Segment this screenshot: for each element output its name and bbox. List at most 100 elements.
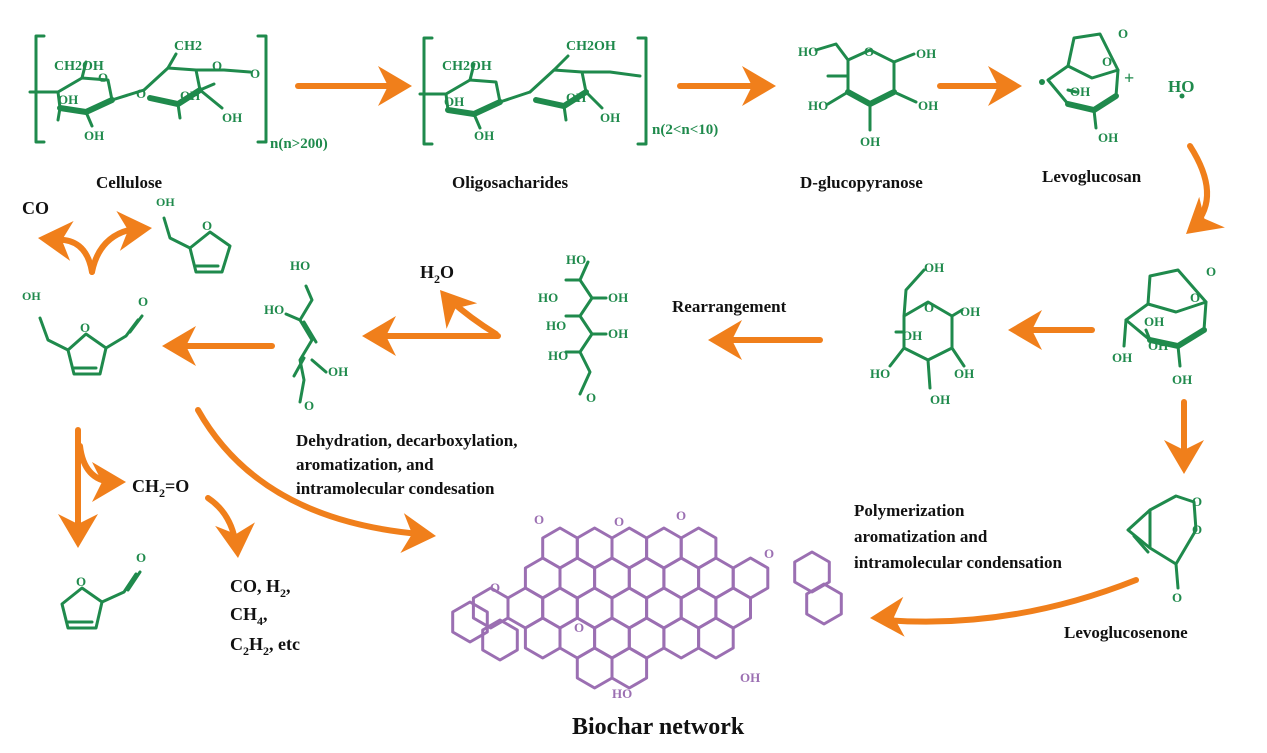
open-chain-sugar-structure: HO HO OH HO OH HO O [538, 252, 628, 405]
cellulose-ch2oh-1: CH2OH [54, 59, 104, 74]
dehydration-line-2: aromatization, and [296, 455, 434, 474]
d-glucopyranose-structure: O HO OH OH HO OH [798, 42, 938, 149]
biochar-side-ring [793, 550, 831, 594]
chain-ho-3: HO [546, 318, 566, 333]
biochar-o-2: O [614, 514, 624, 529]
gas-line-1: CO, H2, [230, 576, 291, 600]
glucose-oh-1: OH [916, 46, 936, 61]
radical-ho-label: HO [1168, 77, 1194, 96]
dienol-structure: HO HO OH O [264, 258, 348, 413]
cellulose-o-2: O [212, 58, 222, 73]
g2-oh-4: OH [902, 328, 922, 343]
cellulose-o-1: O [98, 70, 108, 85]
lg2-oh-2: OH [1148, 338, 1168, 353]
co-label: CO [22, 198, 49, 218]
dehydration-line-1: Dehydration, decarboxylation, [296, 431, 517, 450]
biochar-label: Biochar network [572, 714, 745, 740]
hmf-oh: OH [22, 289, 41, 303]
biochar-hex-ring [662, 616, 701, 660]
chain-ho-4: HO [548, 348, 568, 363]
biochar-o-3: O [676, 508, 686, 523]
gas-line-3: C2H2, etc [230, 634, 300, 658]
furfuryl-oh: OH [156, 195, 175, 209]
lg2-o-ring: O [1190, 290, 1200, 305]
glucose-structure-2: O OH OH OH HO OH OH [870, 260, 980, 407]
g2-o: O [924, 300, 934, 315]
g2-oh-top: OH [924, 260, 944, 275]
levoglucosenone-structure: O O O [1126, 494, 1202, 605]
cellulose-structure: CH2OH CH2 O O O O OH OH OH OH n(n>200) [28, 34, 328, 152]
cellulose-oh-3: OH [180, 88, 200, 103]
hmf-o-ring: O [80, 320, 90, 335]
d-glucopyranose-label: D-glucopyranose [800, 173, 923, 192]
g2-oh-1: OH [960, 304, 980, 319]
gas-products: CO, H2, CH4, C2H2, etc [230, 576, 300, 658]
cellulose-label: Cellulose [96, 173, 163, 192]
dehydration-text: Dehydration, decarboxylation, aromatizat… [296, 431, 517, 498]
polymerization-line-3: intramolecular condensation [854, 553, 1062, 572]
glucose-o: O [864, 44, 874, 59]
biochar-o-1: O [534, 512, 544, 527]
reaction-arrows [36, 66, 1225, 638]
biochar-side-ring [451, 600, 489, 644]
lg2-oh-1: OH [1144, 314, 1164, 329]
oligo-oh-2: OH [474, 128, 494, 143]
ch2o-label: CH2=O [132, 476, 189, 500]
levoglucosenone-label: Levoglucosenone [1064, 623, 1188, 642]
furfural-o-ring: O [76, 574, 86, 589]
biochar-hex-ring [523, 616, 562, 660]
chain-oh-2: OH [608, 326, 628, 341]
furfural-structure: O O [60, 550, 146, 630]
chain-o-aldehyde: O [586, 390, 596, 405]
levoglucosan-structure: O O OH OH + HO [1039, 26, 1194, 145]
lg2-oh-3: OH [1112, 350, 1132, 365]
furfuryl-alcohol-structure: O OH [156, 195, 232, 274]
hmf-o-aldehyde: O [138, 294, 148, 309]
g2-oh-3: OH [930, 392, 950, 407]
oligo-n-subscript: n(2<n<10) [652, 122, 718, 138]
oligo-oh-4: OH [600, 110, 620, 125]
chain-ho-2: HO [538, 290, 558, 305]
glucose-oh-3: OH [860, 134, 880, 149]
levoglucosan-o-bridge: O [1118, 26, 1128, 41]
gas-line-2: CH4, [230, 604, 268, 628]
levoglucosan-oh-1: OH [1070, 84, 1090, 99]
oligosaccharide-structure: CH2OH CH2OH OH OH OH OH n(2<n<10) [418, 36, 718, 146]
levoglucosan-structure-2: O O OH OH OH OH [1112, 264, 1216, 387]
cellulose-o-bridge: O [136, 86, 146, 101]
dehydration-line-3: intramolecular condesation [296, 479, 495, 498]
levoglucosan-plus: + [1124, 68, 1134, 88]
chain-oh-1: OH [608, 290, 628, 305]
levoglucosan-oh-2: OH [1098, 130, 1118, 145]
cellulose-oh-4: OH [222, 110, 242, 125]
g2-oh-2: OH [954, 366, 974, 381]
dienol-ho: HO [264, 302, 284, 317]
glucose-ho-2: HO [808, 98, 828, 113]
cellulose-o-3: O [250, 66, 260, 81]
oligo-ch2oh-2: CH2OH [566, 39, 616, 54]
lgo-o-ketone: O [1172, 590, 1182, 605]
biochar-side-ring [805, 582, 843, 626]
lg2-o-bridge: O [1206, 264, 1216, 279]
arrow-lgo-to-biochar [881, 577, 1139, 625]
oligo-oh-1: OH [444, 94, 464, 109]
furfuryl-o: O [202, 218, 212, 233]
biochar-hex-ring [575, 646, 614, 690]
oligosaccharides-label: Oligosacharides [452, 173, 569, 192]
cellulose-ch2-label: CH2 [174, 39, 202, 54]
cellulose-n-subscript: n(n>200) [270, 136, 328, 152]
biochar-o-6: O [574, 620, 584, 635]
h2o-label: H2O [420, 262, 454, 286]
dienol-o: O [304, 398, 314, 413]
polymerization-text: Polymerization aromatization and intramo… [854, 501, 1062, 572]
oligo-oh-3: OH [566, 90, 586, 105]
hmf-structure: O OH O [22, 289, 148, 376]
polymerization-line-2: aromatization and [854, 527, 988, 546]
lg2-oh-4: OH [1172, 372, 1192, 387]
biochar-o-5: O [490, 580, 500, 595]
glucose-oh-2: OH [918, 98, 938, 113]
biochar-network-structure: O O O O O O HO OH [451, 508, 843, 701]
rearrangement-label: Rearrangement [672, 297, 787, 316]
polymerization-line-1: Polymerization [854, 501, 965, 520]
